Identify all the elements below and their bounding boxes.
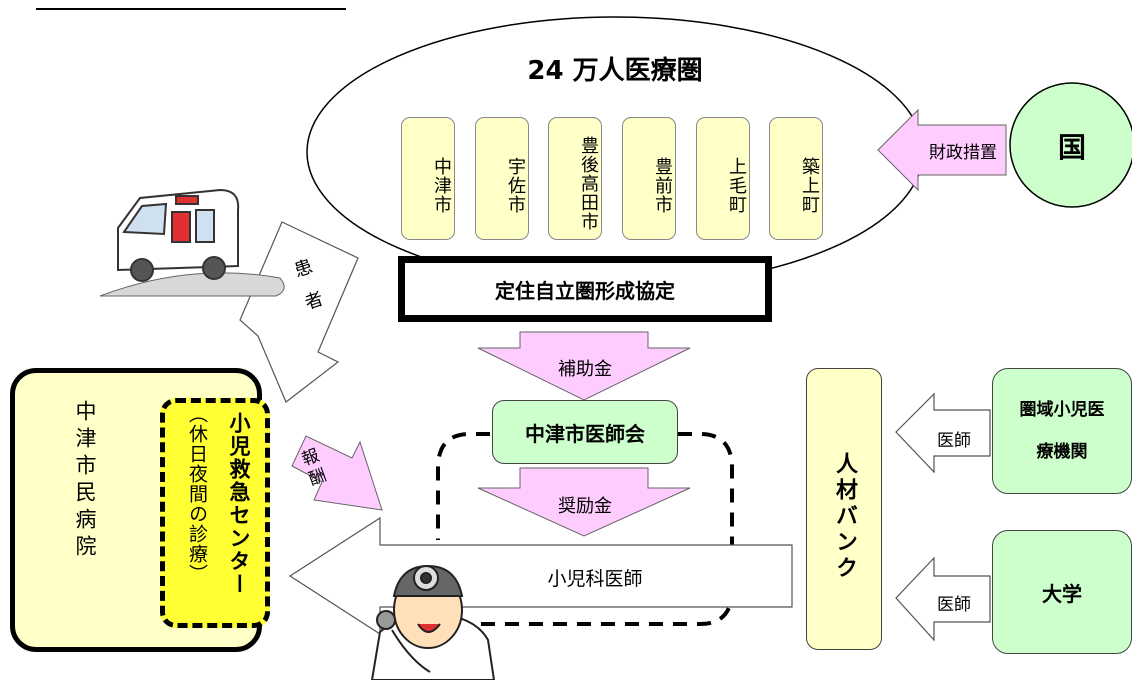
ambulance-ground [99, 272, 285, 297]
fiscal-arrow [877, 108, 1007, 192]
municipality-kozue: 上毛町 [696, 117, 750, 240]
municipality-bungotakada: 豊後高田市 [548, 117, 602, 240]
association-dashed-boundary [436, 432, 490, 540]
incentive-label: 奨励金 [558, 496, 612, 517]
ambulance-icon [117, 188, 240, 282]
regional-pediatric-box: 圏域小児医療機関 [992, 368, 1132, 494]
doctor-label-2: 医師 [937, 595, 971, 615]
fiscal-measure-label: 財政措置 [929, 143, 997, 163]
university-box: 大学 [992, 530, 1132, 654]
talent-bank-box [806, 368, 882, 650]
subsidy-label: 補助金 [558, 359, 612, 380]
doctor-arrow-2 [895, 556, 991, 642]
municipality-buzen: 豊前市 [622, 117, 676, 240]
doctor-character-icon [370, 564, 496, 680]
emergency-center-label: 小児救急センター [227, 412, 251, 596]
emergency-center-box [160, 398, 270, 628]
medical-association-box: 中津市医師会 [492, 400, 678, 464]
municipality-usa: 宇佐市 [475, 117, 529, 240]
regional-pediatric-label: 圏域小児医療機関 [1019, 400, 1105, 462]
incentive-arrow [477, 467, 691, 537]
top-underline [36, 8, 346, 10]
region-title: 24 万人医療圏 [527, 56, 703, 86]
nation-circle [1009, 82, 1132, 208]
pediatrician-label: 小児科医師 [547, 568, 643, 590]
doctor-arrow-1 [895, 392, 991, 474]
agreement-label: 定住自立圏形成協定 [495, 278, 675, 303]
agreement-box: 定住自立圏形成協定 [398, 256, 772, 322]
medical-association-label: 中津市医師会 [525, 421, 645, 446]
doctor-label-1: 医師 [937, 431, 971, 451]
university-label: 大学 [1042, 581, 1082, 606]
municipality-nakatsu: 中津市 [401, 117, 455, 240]
subsidy-arrow [477, 331, 691, 401]
patient-arrow [239, 221, 359, 403]
emergency-center-note: （休日夜間の診療） [186, 404, 208, 584]
remuneration-arrow [291, 435, 383, 511]
association-dashed-boundary-right [460, 432, 734, 626]
hospital-label: 中津市民病院 [73, 400, 97, 562]
municipality-chikujo: 築上町 [769, 117, 823, 240]
nation-label: 国 [1057, 131, 1086, 164]
talent-bank-label: 人材バンク [832, 452, 857, 582]
